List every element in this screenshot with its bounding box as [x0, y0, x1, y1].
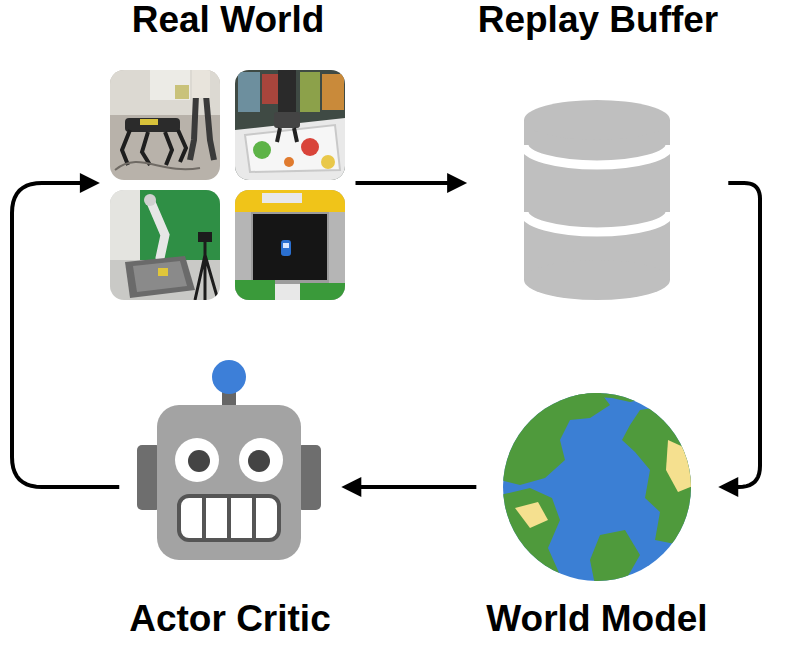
robot-arm-photo	[235, 70, 345, 180]
arm-green-screen-photo-part	[125, 256, 195, 298]
labelled-icon: World Model	[476, 385, 717, 640]
flow-arrow	[12, 183, 119, 487]
database-icon-part	[524, 260, 670, 300]
lego-arena-photo-part	[235, 190, 345, 212]
arm-green-screen-photo-part	[110, 190, 220, 300]
labelled-icon: Actor Critic	[119, 355, 340, 640]
globe-icon	[500, 380, 700, 590]
node-heading: Replay Buffer	[474, 0, 723, 41]
robot-arm-photo-part	[253, 141, 271, 159]
arm-green-screen-photo-part	[140, 190, 220, 260]
globe-icon-part-part	[500, 392, 610, 485]
lego-arena-photo-part	[275, 284, 300, 300]
robot-arm-photo-part	[322, 74, 344, 110]
database-icon	[524, 100, 670, 300]
lego-arena-photo-part	[253, 214, 327, 280]
lego-arena-photo-part	[283, 243, 289, 248]
database-icon-part	[524, 145, 670, 165]
lego-arena-photo-part	[300, 283, 345, 300]
globe-icon-part-part	[515, 502, 548, 528]
robot-icon-part	[188, 450, 210, 472]
robot-arm-photo-part	[284, 157, 294, 167]
arm-green-screen-photo	[110, 190, 220, 300]
robot-icon-part	[179, 496, 279, 540]
robot-icon-part	[239, 438, 283, 482]
flow-arrow	[356, 181, 462, 185]
robot-dog-photo-part	[150, 70, 190, 100]
arm-green-screen-photo-part	[195, 240, 218, 300]
database-icon-part	[524, 120, 670, 280]
robot-icon-part	[204, 496, 254, 540]
robot-arm-photo-part	[238, 72, 260, 112]
labelled-icon: Real World	[101, 0, 356, 305]
robot-arm-photo-part	[274, 112, 300, 128]
lego-arena-photo-part	[281, 240, 291, 256]
robot-icon-part	[248, 450, 270, 472]
robot-dog-photo	[110, 70, 220, 180]
robot-arm-photo-part	[277, 128, 297, 142]
robot-icon-part	[175, 438, 219, 482]
arm-green-screen-photo-part	[158, 268, 168, 276]
globe-icon-part-part	[560, 380, 660, 402]
robot-icon	[137, 360, 321, 560]
robot-dog-photo-part	[110, 70, 220, 180]
robot-dog-photo-part	[140, 119, 158, 125]
globe-icon-part-part	[500, 488, 560, 590]
arm-green-screen-photo-part	[144, 194, 156, 206]
robot-dog-photo-part	[115, 162, 200, 170]
robot-dog-photo-part	[125, 118, 180, 132]
robot-arm-photo-part	[278, 70, 296, 118]
robot-dog-photo-part	[192, 70, 210, 98]
robot-arm-photo-part	[321, 155, 335, 169]
arm-green-screen-photo-part	[110, 190, 140, 260]
robot-dog-photo-part	[122, 130, 186, 165]
flow-arrow	[347, 485, 477, 489]
node-heading: Actor Critic	[125, 599, 334, 640]
labelled-icon: Replay Buffer	[468, 0, 729, 305]
robot-arm-photo-part	[300, 72, 320, 112]
robot-dog-photo-part	[110, 70, 220, 115]
robot-arm-photo-part	[301, 138, 319, 156]
lego-arena-photo-part	[235, 190, 345, 300]
robot-dog-photo-part	[190, 95, 214, 160]
robot-arm-photo-part	[235, 70, 345, 180]
robot-icon-part	[212, 360, 246, 394]
database-icon-part	[524, 212, 670, 232]
globe-icon-part-part	[622, 405, 700, 545]
lego-arena-photo-part	[262, 193, 302, 203]
arm-green-screen-photo-part	[150, 200, 165, 258]
robot-arm-photo-part	[245, 125, 340, 172]
robot-arm-photo-part	[262, 74, 280, 104]
globe-icon-part-part	[666, 440, 695, 492]
node-heading: World Model	[482, 599, 711, 640]
arm-green-screen-photo-part	[133, 261, 187, 292]
node-heading: Real World	[128, 0, 329, 41]
flow-arrow	[724, 183, 760, 487]
database-icon-part	[524, 100, 670, 140]
robot-dog-photo-part	[175, 85, 189, 99]
lego-arena-photo-part	[235, 280, 275, 300]
globe-icon-part-part	[590, 530, 640, 590]
robot-icon-part	[157, 405, 301, 560]
globe-icon-part	[500, 380, 700, 590]
lego-arena-photo	[235, 190, 345, 300]
arm-green-screen-photo-part	[198, 232, 212, 242]
